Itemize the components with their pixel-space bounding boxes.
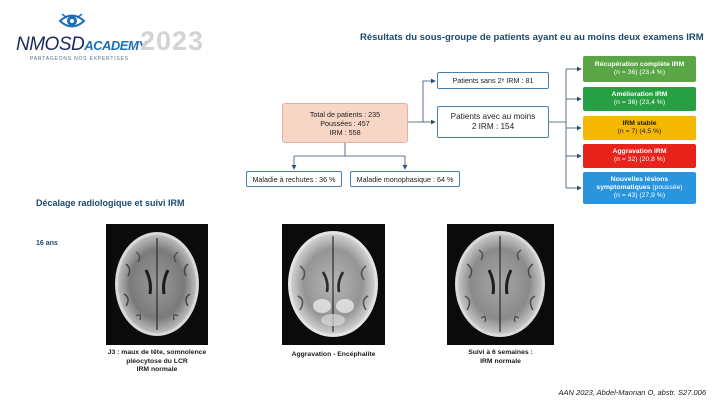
maladie-monophasique-box: Maladie monophasique : 64 % [350,171,460,187]
caption-line: IRM normale [136,366,178,373]
patients-avec-irm-box: Patients avec au moins 2 IRM : 154 [437,106,549,138]
caption-line: J3 : maux de tête, somnolence [107,349,207,356]
outcome-title: Nouvelles lésions [610,175,669,183]
outcome-aggravation: Aggravation IRM (n = 32) (20,8 %) [583,144,696,168]
outcome-title: Amélioration IRM [611,90,668,98]
patients-avec-irm-line2: 2 IRM : 154 [471,122,515,131]
mri-image-j3 [106,224,208,345]
outcome-detail: (n = 36) (23,4 %) [613,69,666,76]
mri-image-suivi [447,224,554,345]
outcome-title-line2: symptomatiques (poussée) [596,183,683,191]
outcome-recuperation-complete: Récupération complète IRM (n = 36) (23,4… [583,56,696,82]
year-label: 2023 [140,26,205,56]
caption-suivi: Suivi à 6 semaines : IRM normale [440,349,561,366]
maladie-rechutes-box: Maladie à rechutes : 36 % [246,171,342,187]
maladie-rechutes-text: Maladie à rechutes : 36 % [252,174,336,184]
patients-avec-irm-line1: Patients avec au moins [450,112,536,121]
eye-icon [58,13,86,28]
outcome-nouvelles-lesions: Nouvelles lésions symptomatiques (poussé… [583,172,696,204]
total-patients-box: Total de patients : 235 Poussées : 457 I… [282,103,408,143]
outcome-detail: (n = 36) (23,4 %) [613,99,666,106]
caption-line: Aggravation - Encéphalite [291,351,376,358]
outcome-amelioration: Amélioration IRM (n = 36) (23,4 %) [583,87,696,111]
logo-tagline: PARTAGEONS NOS EXPERTISES [30,56,129,62]
outcome-title: Aggravation IRM [612,147,667,155]
outcome-title: IRM stable [622,119,657,127]
patient-age: 16 ans [36,240,58,247]
caption-j3: J3 : maux de tête, somnolence pléocytose… [96,349,218,375]
caption-line: pléocytose du LCR [126,357,188,365]
outcome-detail: (n = 43) (27,9 %) [613,192,666,200]
page-title: Résultats du sous-groupe de patients aya… [360,32,704,43]
section-title: Décalage radiologique et suivi IRM [36,198,185,208]
irm-count-text: IRM : 558 [329,127,361,137]
maladie-monophasique-text: Maladie monophasique : 64 % [356,174,454,184]
caption-line: Suivi à 6 semaines : [468,349,533,356]
total-patients-text: Total de patients : 235 [309,109,381,119]
reference-footer: AAN 2023, Abdel-Mannan O, abstr. S27.006 [558,388,706,397]
mri-image-aggravation [282,224,385,345]
logo-name: NMOSDACADEMY [16,34,147,55]
outcome-detail: (n = 7) (4,5 %) [617,128,662,135]
outcome-detail: (n = 32) (20,8 %) [613,156,666,163]
caption-aggravation: Aggravation - Encéphalite [271,351,396,360]
outcome-title: Récupération complète IRM [594,60,685,68]
outcome-stable: IRM stable (n = 7) (4,5 %) [583,116,696,140]
caption-line: IRM normale [480,357,521,365]
poussees-text: Poussées : 457 [320,118,370,128]
patients-sans-irm-text: Patients sans 2ᵉ IRM : 81 [452,76,534,85]
patients-sans-irm-box: Patients sans 2ᵉ IRM : 81 [437,72,549,89]
